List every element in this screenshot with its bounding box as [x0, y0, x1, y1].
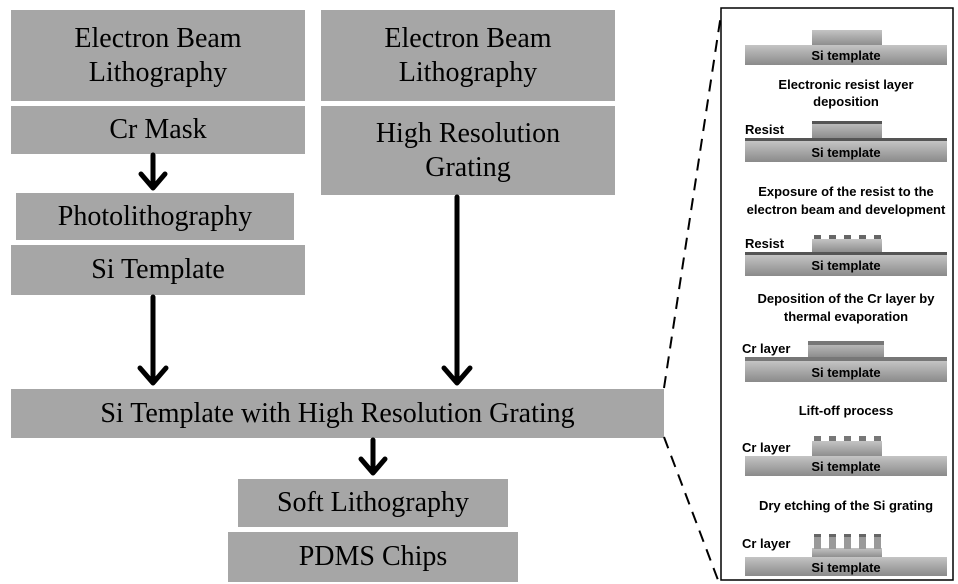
step5-label: Si template [811, 459, 880, 474]
step6-cross-section [745, 534, 947, 576]
step4-side-label: Cr layer [742, 341, 790, 356]
step6-caption: Dry etching of the Si grating [759, 498, 933, 513]
zoom-line-bottom [663, 436, 719, 581]
step6-side-label: Cr layer [742, 536, 790, 551]
high-res-grating-box: High Resolution Grating [321, 106, 615, 195]
arrow-si-to-grating-template [137, 294, 169, 386]
si-template-grating-box: Si Template with High Resolution Grating [11, 389, 664, 438]
step3-label: Si template [811, 258, 880, 273]
step3-side-label: Resist [745, 236, 785, 251]
step2-caption-line1: Electronic resist layer [778, 77, 913, 92]
si-template-box: Si Template [11, 245, 305, 295]
step2-label: Si template [811, 145, 880, 160]
step4-caption-line1: Deposition of the Cr layer by [758, 291, 936, 306]
step1-cross-section [745, 30, 947, 65]
process-inset-panel [720, 7, 954, 581]
step5-cross-section [745, 436, 947, 476]
soft-lithography-box: Soft Lithography [238, 479, 508, 527]
arrow-grating-to-template [441, 194, 473, 386]
arrow-template-to-soft-litho [358, 437, 388, 476]
step6-label: Si template [811, 560, 880, 575]
arrow-cr-to-photo [138, 152, 168, 191]
step3-caption-line2: electron beam and development [747, 202, 946, 217]
cr-mask-box: Cr Mask [11, 106, 305, 154]
step2-cross-section [745, 121, 947, 162]
ebl-right-box: Electron Beam Lithography [321, 10, 615, 101]
step3-cross-section [745, 235, 947, 276]
step2-side-label: Resist [745, 122, 785, 137]
step3-caption-line1: Exposure of the resist to the [758, 184, 934, 199]
ebl-left-box: Electron Beam Lithography [11, 10, 305, 101]
step5-side-label: Cr layer [742, 440, 790, 455]
step5-caption: Lift-off process [799, 403, 894, 418]
photolithography-box: Photolithography [16, 193, 294, 240]
step4-cross-section [745, 341, 947, 382]
step2-caption-line2: deposition [813, 94, 879, 109]
pdms-chips-box: PDMS Chips [228, 532, 518, 582]
step4-caption-line2: thermal evaporation [784, 309, 908, 324]
zoom-line-top [663, 7, 723, 389]
step4-label: Si template [811, 365, 880, 380]
step1-label: Si template [811, 48, 880, 63]
